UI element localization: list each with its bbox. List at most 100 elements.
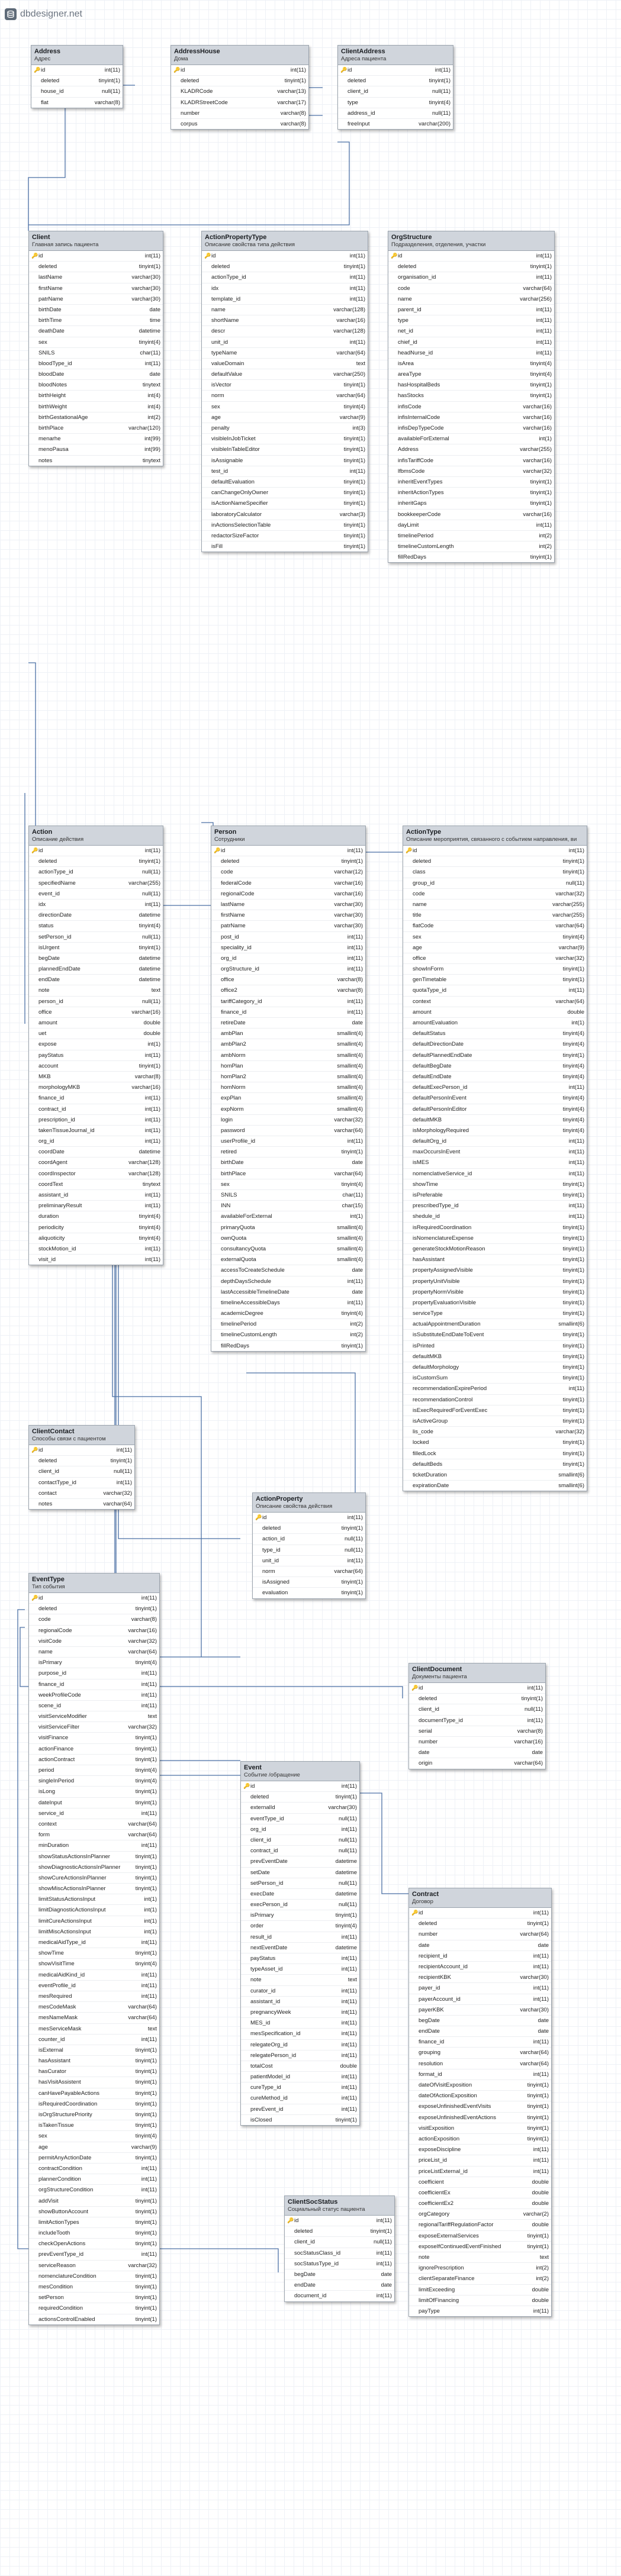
- table-row[interactable]: defaultOrg_idint(11): [403, 1136, 587, 1147]
- table-row[interactable]: expirationDatesmallint(6): [403, 1481, 587, 1491]
- table-row[interactable]: group_idnull(11): [403, 878, 587, 889]
- table-header[interactable]: ActionPropertyTypeОписание свойства типа…: [202, 231, 368, 251]
- table-row[interactable]: 🔑idint(11): [29, 1593, 159, 1604]
- table-row[interactable]: Addressvarchar(255): [388, 444, 554, 456]
- table-header[interactable]: ActionPropertyОписание свойства действия: [253, 1493, 365, 1513]
- table-row[interactable]: priceList_idint(11): [409, 2155, 551, 2166]
- table-row[interactable]: defaultEvaluationtinyint(1): [202, 477, 368, 488]
- table-address[interactable]: AddressАдрес🔑idint(11)deletedtinyint(1)h…: [31, 45, 123, 108]
- table-row[interactable]: deletedtinyint(1): [202, 262, 368, 273]
- table-row[interactable]: document_idint(11): [285, 2291, 394, 2301]
- table-row[interactable]: exposeIfContinuedEventFinishedtinyint(1): [409, 2242, 551, 2252]
- table-row[interactable]: flatvarchar(8): [31, 98, 123, 108]
- table-row[interactable]: setPerson_idnull(11): [29, 932, 163, 943]
- table-row[interactable]: isPrimarytinyint(4): [29, 1658, 159, 1669]
- table-row[interactable]: hasVisitAssistenttinyint(1): [29, 2077, 159, 2088]
- table-row[interactable]: unit_idint(11): [202, 337, 368, 348]
- table-row[interactable]: accessToCreateScheduledate: [211, 1265, 365, 1276]
- table-row[interactable]: 🔑idint(11): [403, 846, 587, 857]
- table-row[interactable]: isLongtinyint(1): [29, 1787, 159, 1798]
- table-row[interactable]: dateOfActionExpositiontinyint(1): [409, 2091, 551, 2102]
- table-row[interactable]: MES_idint(11): [241, 2018, 359, 2029]
- table-row[interactable]: timelinePeriodint(2): [211, 1319, 365, 1330]
- table-row[interactable]: uetdouble: [29, 1029, 163, 1040]
- table-row[interactable]: genTimetabletinyint(1): [403, 975, 587, 986]
- table-row[interactable]: 🔑idint(11): [202, 251, 368, 262]
- table-header[interactable]: ContractДоговор: [409, 1888, 551, 1908]
- table-row[interactable]: mesServiceMasktext: [29, 2024, 159, 2035]
- table-row[interactable]: idxint(11): [202, 283, 368, 294]
- table-row[interactable]: limitActionTypestinyint(1): [29, 2217, 159, 2229]
- table-row[interactable]: retireDatedate: [211, 1018, 365, 1029]
- table-row[interactable]: defaultDirectionDatetinyint(4): [403, 1039, 587, 1050]
- table-row[interactable]: propertyAssignedVisibletinyint(1): [403, 1265, 587, 1276]
- table-row[interactable]: hasHospitalBedstinyint(1): [388, 380, 554, 391]
- table-row[interactable]: regionalCodevarchar(16): [211, 889, 365, 899]
- table-row[interactable]: coefficientExdouble: [409, 2188, 551, 2199]
- table-row[interactable]: contextvarchar(64): [403, 997, 587, 1007]
- table-row[interactable]: typeNamevarchar(64): [202, 348, 368, 359]
- table-row[interactable]: recommendationExpirePeriodint(11): [403, 1384, 587, 1395]
- table-row[interactable]: nomenclatureConditiontinyint(1): [29, 2271, 159, 2282]
- table-header[interactable]: ClientDocumentДокументы пациента: [409, 1663, 545, 1683]
- table-row[interactable]: checkOpenActionstinyint(1): [29, 2239, 159, 2250]
- table-row[interactable]: ordertinyint(4): [241, 1921, 359, 1932]
- table-row[interactable]: birthHeightint(4): [29, 391, 163, 402]
- table-row[interactable]: client_idnull(11): [241, 1835, 359, 1846]
- table-row[interactable]: template_idint(11): [202, 294, 368, 305]
- table-row[interactable]: KLADRCodevarchar(13): [171, 86, 308, 98]
- table-row[interactable]: visibleInTableEditortinyint(1): [202, 444, 368, 456]
- table-row[interactable]: corpusvarchar(8): [171, 119, 308, 129]
- table-row[interactable]: purpose_idint(11): [29, 1668, 159, 1679]
- table-row[interactable]: addVisittinyint(1): [29, 2196, 159, 2207]
- table-row[interactable]: hasAssistanttinyint(1): [403, 1255, 587, 1266]
- table-row[interactable]: service_idint(11): [29, 1808, 159, 1819]
- table-row[interactable]: passwordvarchar(64): [211, 1126, 365, 1137]
- table-row[interactable]: typeint(11): [388, 315, 554, 327]
- table-row[interactable]: deletedtinyint(1): [29, 856, 163, 868]
- table-row[interactable]: isFilltinyint(1): [202, 541, 368, 552]
- table-row[interactable]: flatCodevarchar(64): [403, 921, 587, 932]
- table-row[interactable]: periodicitytinyint(4): [29, 1223, 163, 1233]
- table-row[interactable]: hasAssistanttinyint(1): [29, 2056, 159, 2067]
- table-row[interactable]: timelineCustomLengthint(2): [388, 541, 554, 553]
- table-row[interactable]: showInFormtinyint(1): [403, 964, 587, 975]
- table-row[interactable]: payer_idint(11): [409, 1983, 551, 1994]
- table-row[interactable]: client_idnull(11): [285, 2237, 394, 2248]
- table-row[interactable]: curator_idint(11): [241, 1986, 359, 1997]
- table-row[interactable]: actionContracttinyint(1): [29, 1755, 159, 1765]
- table-row[interactable]: payerAccount_idint(11): [409, 1994, 551, 2005]
- table-actionproperty[interactable]: ActionPropertyОписание свойства действия…: [252, 1492, 366, 1599]
- table-row[interactable]: inheritActionTypestinyint(1): [388, 488, 554, 499]
- table-row[interactable]: counter_idint(11): [29, 2035, 159, 2045]
- table-row[interactable]: infisCodevarchar(16): [388, 402, 554, 412]
- table-row[interactable]: SNILSchar(11): [29, 348, 163, 359]
- table-row[interactable]: endDatedate: [285, 2280, 394, 2291]
- table-row[interactable]: deletedtinyint(1): [253, 1523, 365, 1534]
- table-row[interactable]: prevEventDatedatetime: [241, 1856, 359, 1868]
- table-row[interactable]: 🔑idint(11): [253, 1513, 365, 1524]
- table-row[interactable]: setPersontinyint(1): [29, 2293, 159, 2304]
- table-row[interactable]: evaluationtinyint(1): [253, 1588, 365, 1598]
- table-row[interactable]: notetext: [241, 1975, 359, 1986]
- table-row[interactable]: firstNamevarchar(30): [211, 910, 365, 921]
- table-row[interactable]: showCureActionsInPlannertinyint(1): [29, 1873, 159, 1884]
- table-row[interactable]: officevarchar(16): [29, 1007, 163, 1018]
- table-row[interactable]: finance_idint(11): [29, 1093, 163, 1104]
- table-row[interactable]: canChangeOnlyOwnertinyint(1): [202, 488, 368, 499]
- table-row[interactable]: visit_idint(11): [29, 1255, 163, 1265]
- table-row[interactable]: contactvarchar(32): [29, 1488, 134, 1499]
- table-row[interactable]: office2varchar(8): [211, 985, 365, 997]
- table-row[interactable]: execPerson_idnull(11): [241, 1900, 359, 1911]
- table-row[interactable]: retiredtinyint(1): [211, 1147, 365, 1158]
- table-row[interactable]: resolutionvarchar(64): [409, 2059, 551, 2069]
- table-row[interactable]: limitDiagnosticActionsInputint(1): [29, 1905, 159, 1916]
- table-row[interactable]: 🔑idint(11): [409, 1683, 545, 1694]
- table-row[interactable]: externalIdvarchar(30): [241, 1803, 359, 1814]
- table-row[interactable]: notestinytext: [29, 456, 163, 466]
- table-row[interactable]: homPlansmallint(4): [211, 1061, 365, 1072]
- table-row[interactable]: isMorphologyRequiredtinyint(4): [403, 1126, 587, 1137]
- table-row[interactable]: assistant_idint(11): [241, 1997, 359, 2007]
- table-row[interactable]: timelineCustomLengthint(2): [211, 1330, 365, 1341]
- table-row[interactable]: coordTexttinytext: [29, 1179, 163, 1190]
